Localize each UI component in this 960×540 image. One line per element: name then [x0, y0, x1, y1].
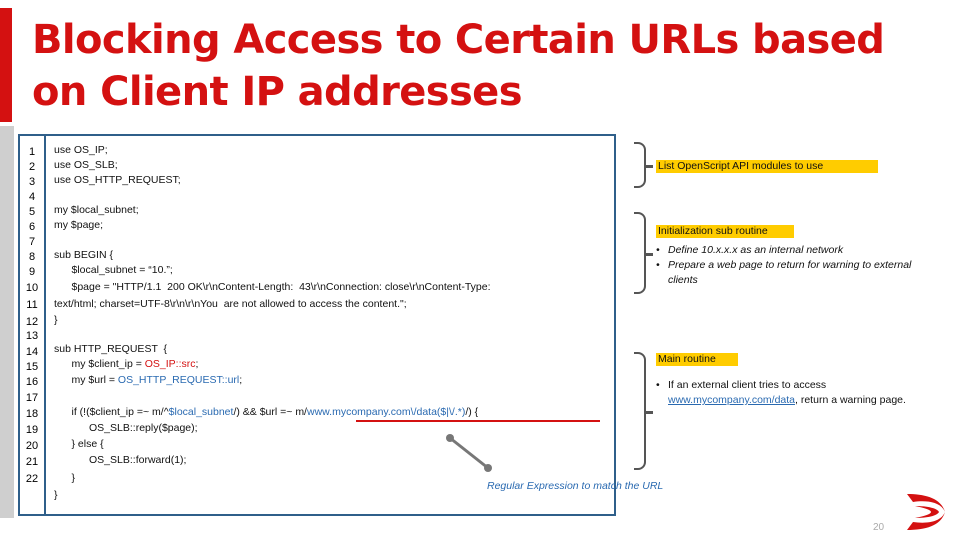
code-line: my $local_subnet; [54, 204, 139, 216]
line-number: 9 [28, 266, 36, 278]
line-number: 5 [28, 206, 36, 218]
line-number: 18 [25, 408, 39, 420]
line-number: 6 [28, 221, 36, 233]
code-line: } else { [54, 438, 104, 450]
bullet-text: If an external client tries to access [668, 379, 827, 391]
code-text: /) { [465, 406, 479, 418]
line-number: 12 [25, 316, 39, 328]
code-line: use OS_HTTP_REQUEST; [54, 174, 181, 186]
code-line: my $url = OS_HTTP_REQUEST::url; [54, 374, 243, 387]
code-line: my $page; [54, 219, 104, 231]
code-line: sub BEGIN { [54, 249, 113, 261]
title-accent-bar [0, 8, 12, 122]
line-number: 19 [25, 424, 39, 436]
code-line: text/html; charset=UTF-8\r\n\r\nYou are … [54, 298, 407, 310]
title-line-1: Blocking Access to Certain URLs based [32, 17, 885, 63]
title-line-2: on Client IP addresses [32, 69, 523, 115]
main-bullet-list: If an external client tries to access ww… [656, 378, 928, 408]
code-regex: www.mycompany.com\/data($|\/.*) [306, 406, 466, 418]
modules-bracket [634, 142, 653, 188]
line-number: 17 [25, 392, 39, 404]
line-number: 2 [28, 161, 36, 173]
code-line: } [54, 489, 58, 501]
code-line: use OS_SLB; [54, 159, 118, 171]
init-bracket [634, 212, 653, 294]
code-api-call: OS_HTTP_REQUEST::url [117, 374, 240, 386]
bullet-item: Define 10.x.x.x as an internal network [656, 243, 936, 258]
code-text: if (!($client_ip =~ m/^ [54, 406, 169, 418]
code-line: OS_SLB::reply($page); [54, 422, 198, 434]
code-line: sub HTTP_REQUEST { [54, 343, 168, 355]
line-number: 21 [25, 456, 39, 468]
code-text: my $url = [54, 374, 118, 386]
bullet-text: , return a warning page. [795, 394, 906, 406]
page-number: 20 [873, 522, 885, 533]
line-number: 13 [25, 330, 39, 342]
callout-dot [446, 434, 454, 442]
line-number: 10 [25, 282, 39, 294]
code-text: ; [195, 358, 199, 370]
bullet-item: Prepare a web page to return for warning… [656, 258, 936, 288]
line-number: 8 [28, 251, 36, 263]
code-line: $page = "HTTP/1.1 200 OK\r\nContent-Leng… [54, 281, 491, 293]
code-api-call: OS_IP::src [144, 358, 196, 370]
line-number: 16 [25, 376, 39, 388]
left-gray-strip [0, 126, 14, 518]
callout-line [449, 436, 489, 470]
line-number: 4 [28, 191, 36, 203]
code-text: ; [239, 374, 243, 386]
code-line: } [54, 314, 58, 326]
code-line: use OS_IP; [54, 144, 108, 156]
line-number: 11 [26, 299, 38, 311]
line-number: 7 [28, 236, 36, 248]
regex-underline [356, 420, 600, 422]
brocade-logo-icon [907, 494, 945, 530]
line-number: 22 [25, 473, 39, 485]
code-line: OS_SLB::forward(1); [54, 454, 187, 466]
init-label: Initialization sub routine [656, 225, 794, 238]
callout-dot [484, 464, 492, 472]
code-text: my $client_ip = [54, 358, 145, 370]
line-number: 1 [28, 146, 36, 158]
line-number: 15 [25, 361, 39, 373]
main-bracket [634, 352, 653, 470]
main-label: Main routine [656, 353, 738, 366]
modules-label: List OpenScript API modules to use [656, 160, 878, 173]
code-line: } [54, 472, 76, 484]
code-line: if (!($client_ip =~ m/^$local_subnet/) &… [54, 406, 479, 419]
code-line: my $client_ip = OS_IP::src; [54, 358, 199, 371]
line-number: 20 [25, 440, 39, 452]
line-number: 3 [28, 176, 36, 188]
slide-title: Blocking Access to Certain URLs based on … [32, 14, 912, 118]
code-variable: $local_subnet [168, 406, 234, 418]
code-line: $local_subnet = “10.”; [54, 264, 173, 276]
regex-caption: Regular Expression to match the URL [487, 480, 664, 492]
bullet-item: If an external client tries to access ww… [656, 378, 928, 408]
code-text: /) && $url =~ m/ [233, 406, 307, 418]
line-number: 14 [25, 346, 39, 358]
init-bullet-list: Define 10.x.x.x as an internal network P… [656, 243, 936, 288]
data-url-link[interactable]: www.mycompany.com/data [668, 394, 796, 406]
